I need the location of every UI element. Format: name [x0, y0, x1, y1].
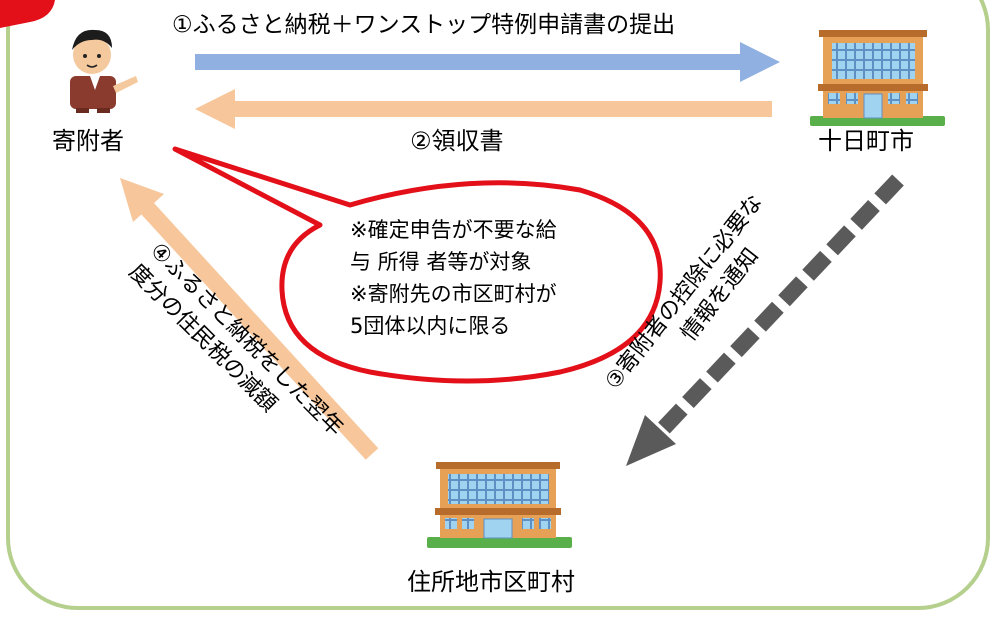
title-tab-corner — [0, 0, 55, 28]
residence-municipality-label: 住所地市区町村 — [407, 568, 575, 596]
step1-label: ①ふるさと納税＋ワンストップ特例申請書の提出 — [172, 12, 676, 38]
arrow-step3 — [626, 174, 904, 466]
callout-line4: 5団体以内に限る — [350, 314, 511, 338]
tokamachi-label: 十日町市 — [818, 127, 914, 155]
frame — [6, 0, 990, 610]
callout-line2: 与 所得 者等が対象 — [350, 250, 532, 274]
callout-line1: ※確定申告が不要な給 — [350, 218, 557, 242]
tokamachi-building-icon — [810, 30, 945, 126]
callout-bubble — [172, 146, 663, 384]
callout-line3: ※寄附先の市区町村が — [350, 282, 557, 306]
residence-building-icon — [427, 462, 572, 548]
arrow-step2 — [195, 89, 772, 129]
callout-text: ※確定申告が不要な給 与 所得 者等が対象 ※寄附先の市区町村が 5団体以内に限… — [350, 214, 557, 342]
arrow-step1 — [195, 42, 780, 82]
arrow-step4 — [120, 178, 379, 460]
donor-label: 寄附者 — [52, 127, 124, 155]
step2-label: ②領収書 — [410, 127, 504, 155]
donor-person-icon — [70, 29, 138, 113]
